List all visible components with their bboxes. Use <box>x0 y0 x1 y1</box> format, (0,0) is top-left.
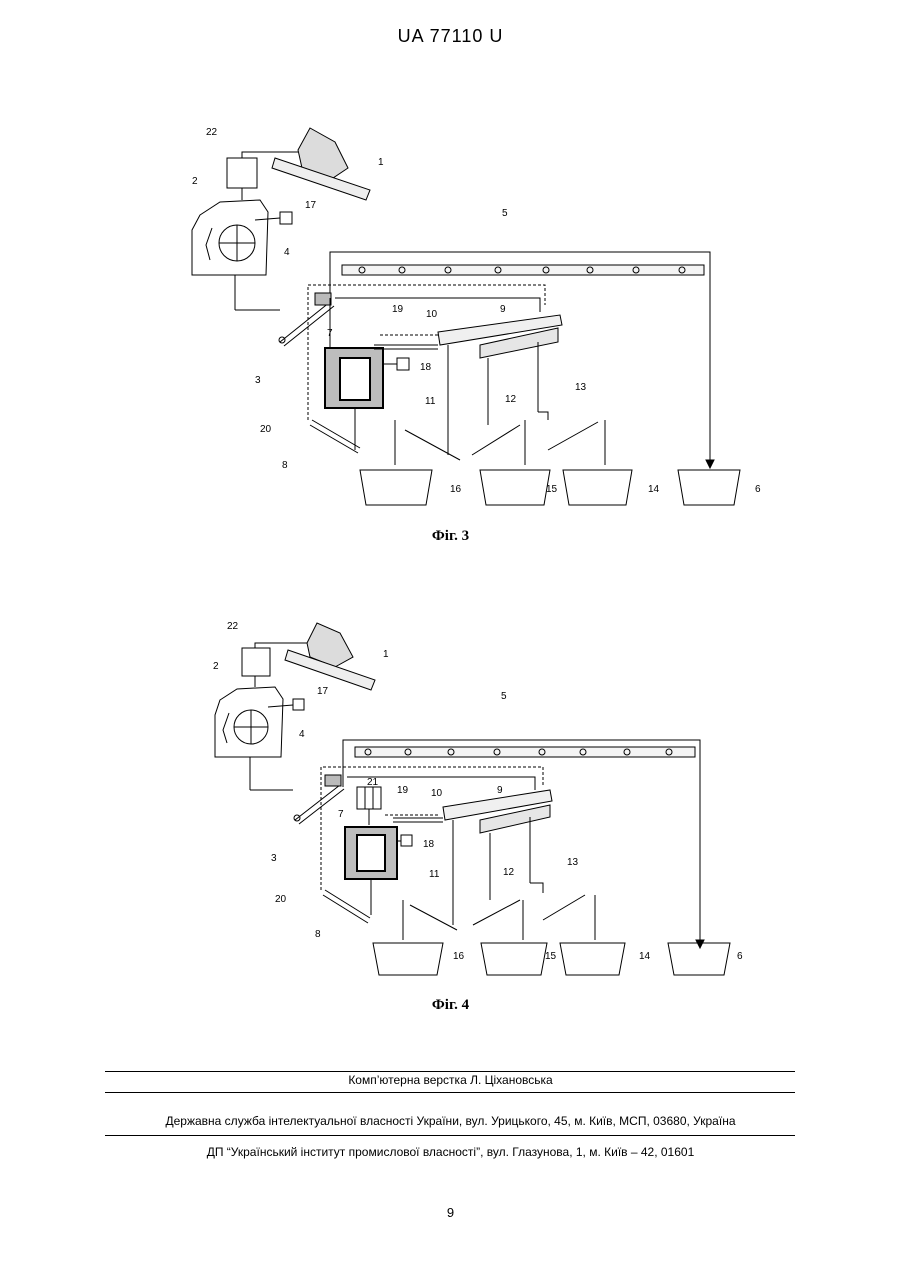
label-18: 18 <box>420 362 432 373</box>
label-3: 3 <box>255 375 261 386</box>
label-22: 22 <box>206 127 218 138</box>
unit-21 <box>357 787 381 809</box>
label-9: 9 <box>500 304 506 315</box>
label-12: 12 <box>503 867 515 878</box>
label-5: 5 <box>502 208 508 219</box>
label-6: 6 <box>737 951 743 962</box>
label-4: 4 <box>284 247 290 258</box>
label-21: 21 <box>367 777 379 788</box>
vibro-screen-9 <box>443 790 552 833</box>
conveyor-5 <box>342 265 704 275</box>
label-20: 20 <box>275 894 287 905</box>
label-16: 16 <box>450 484 462 495</box>
sensor-17 <box>293 699 304 710</box>
label-17: 17 <box>305 200 317 211</box>
hopper-1 <box>272 128 370 200</box>
hopper-1 <box>285 623 375 690</box>
conveyor-12 <box>473 900 520 925</box>
screen-4 <box>315 293 331 305</box>
label-13: 13 <box>567 857 579 868</box>
separator-7 <box>345 827 397 879</box>
label-13: 13 <box>575 382 587 393</box>
label-15: 15 <box>545 951 557 962</box>
sensor-18 <box>397 358 409 370</box>
bin-6 <box>678 470 740 505</box>
bin-15 <box>481 943 547 975</box>
footer-rule <box>105 1092 795 1093</box>
feeder-3 <box>280 302 330 342</box>
conveyor-13 <box>543 895 585 920</box>
label-17: 17 <box>317 686 329 697</box>
label-16: 16 <box>453 951 465 962</box>
label-2: 2 <box>213 661 219 672</box>
crusher-2 <box>192 200 268 275</box>
institute-address: ДП “Український інститут промислової вла… <box>0 1145 901 1159</box>
unit-22 <box>242 648 270 676</box>
bin-15 <box>480 470 550 505</box>
sensor-18 <box>401 835 412 846</box>
conveyor-5 <box>355 747 695 757</box>
label-19: 19 <box>392 304 404 315</box>
label-14: 14 <box>648 484 660 495</box>
conveyor-12 <box>472 425 520 455</box>
figure-3-caption: Фіг. 3 <box>0 528 901 545</box>
label-15: 15 <box>546 484 558 495</box>
label-10: 10 <box>426 309 438 320</box>
label-1: 1 <box>383 649 389 660</box>
label-1: 1 <box>378 157 384 168</box>
page-number: 9 <box>0 1205 901 1220</box>
label-3: 3 <box>271 853 277 864</box>
label-19: 19 <box>397 785 409 796</box>
label-9: 9 <box>497 785 503 796</box>
vibro-screen-9 <box>438 315 562 358</box>
label-10: 10 <box>431 788 443 799</box>
label-22: 22 <box>227 621 239 632</box>
conveyor-11 <box>410 905 457 930</box>
label-11: 11 <box>425 396 436 407</box>
bin-14 <box>560 943 625 975</box>
label-4: 4 <box>299 729 305 740</box>
patent-number-header: UA 77110 U <box>0 26 901 47</box>
crusher-2 <box>215 687 283 757</box>
label-11: 11 <box>429 869 440 880</box>
conveyor-8 <box>325 890 370 918</box>
label-5: 5 <box>501 691 507 702</box>
figure-3-diagram: 22 2 1 17 5 4 19 10 9 7 18 3 20 11 12 13… <box>170 120 790 520</box>
layout-credit: Комп’ютерна верстка Л. Ціхановська <box>0 1073 901 1087</box>
screen-4 <box>325 775 341 786</box>
conveyor-11 <box>405 430 460 460</box>
bin-16 <box>373 943 443 975</box>
label-7: 7 <box>327 328 333 339</box>
label-8: 8 <box>282 460 288 471</box>
footer-rule <box>105 1071 795 1072</box>
label-18: 18 <box>423 839 435 850</box>
label-8: 8 <box>315 929 321 940</box>
footer-rule <box>105 1135 795 1136</box>
sensor-17 <box>280 212 292 224</box>
agency-address: Державна служба інтелектуальної власност… <box>0 1114 901 1128</box>
unit-22 <box>227 158 257 188</box>
conveyor-13 <box>548 422 598 450</box>
conveyor-8 <box>312 420 360 448</box>
label-12: 12 <box>505 394 517 405</box>
label-2: 2 <box>192 176 198 187</box>
separator-7 <box>325 348 383 408</box>
bin-6 <box>668 943 730 975</box>
feeder-3 <box>295 785 340 820</box>
label-7: 7 <box>338 809 344 820</box>
bin-16 <box>360 470 432 505</box>
label-20: 20 <box>260 424 272 435</box>
figure-4-diagram: 22 2 1 17 5 4 21 19 10 9 7 18 3 20 11 12… <box>185 615 785 980</box>
label-6: 6 <box>755 484 761 495</box>
label-14: 14 <box>639 951 651 962</box>
bin-14 <box>563 470 632 505</box>
figure-4-caption: Фіг. 4 <box>0 997 901 1014</box>
